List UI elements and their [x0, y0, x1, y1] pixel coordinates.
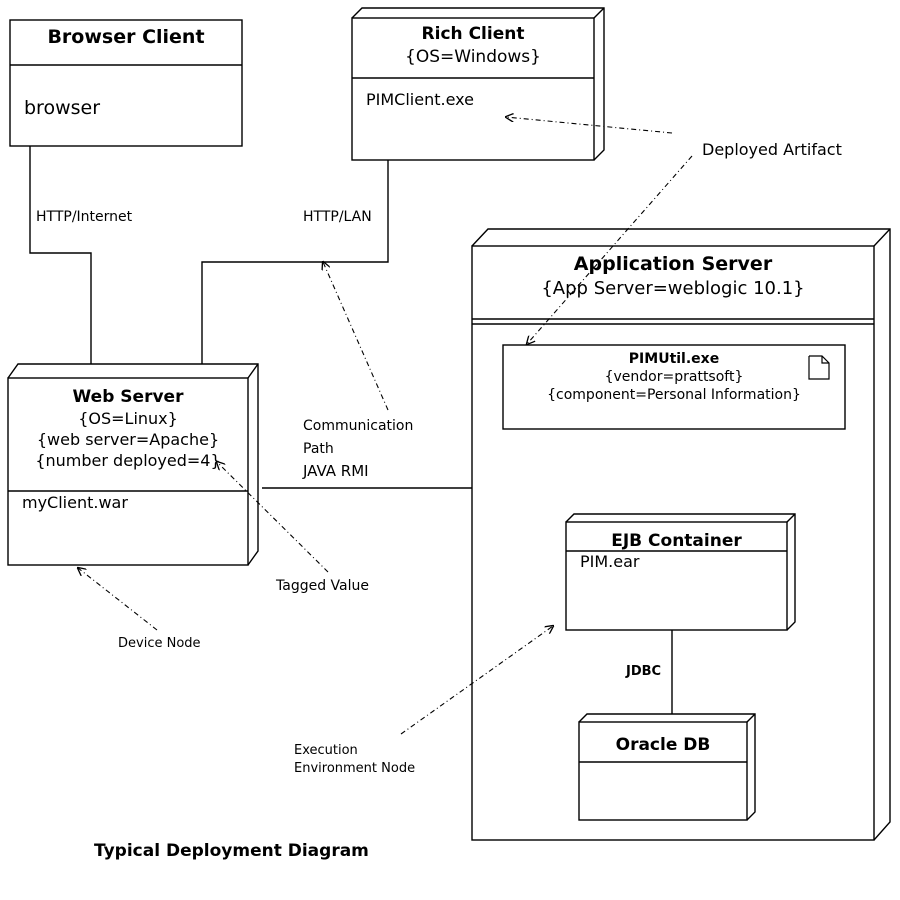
arrow-to-http-lan — [323, 262, 389, 411]
rich-client-tag: {OS=Windows} — [405, 47, 541, 67]
http-lan-label: HTTP/LAN — [303, 209, 372, 225]
arrow-to-pimclient — [506, 117, 673, 134]
pimutil-tag-vendor: {vendor=prattsoft} — [604, 369, 744, 385]
pimutil-title: PIMUtil.exe — [628, 351, 720, 367]
oracle-db-node — [578, 713, 756, 821]
execution-env-note-2: Environment Node — [294, 761, 416, 776]
rich-client-title: Rich Client — [421, 24, 525, 44]
app-server-node — [471, 228, 891, 841]
web-server-tag-os: {OS=Linux} — [78, 409, 178, 428]
web-server-title: Web Server — [72, 387, 184, 407]
web-server-node — [7, 363, 259, 566]
ejb-container-title: EJB Container — [611, 531, 742, 551]
deployed-artifact-note: Deployed Artifact — [702, 140, 842, 159]
tagged-value-note: Tagged Value — [276, 578, 369, 594]
arrow-to-ejb-container — [400, 626, 553, 735]
arrow-to-tagged-value — [217, 462, 329, 573]
rich-client-node — [351, 7, 605, 161]
http-internet-link — [29, 146, 92, 364]
pimutil-tag-component: {component=Personal Information} — [547, 387, 801, 403]
web-server-tag-deployed: {number deployed=4} — [35, 451, 221, 470]
app-server-title: Application Server — [573, 253, 773, 275]
diagram-caption: Typical Deployment Diagram — [94, 841, 369, 861]
jdbc-label: JDBC — [626, 664, 662, 679]
http-internet-label: HTTP/Internet — [36, 209, 133, 225]
arrow-to-web-server — [78, 568, 158, 631]
pim-ear-artifact: PIM.ear — [580, 552, 640, 571]
execution-env-note-1: Execution — [294, 743, 358, 758]
app-server-tag: {App Server=weblogic 10.1} — [541, 278, 805, 299]
document-icon — [808, 355, 830, 380]
comm-path-label-3: JAVA RMI — [303, 462, 369, 480]
browser-client-node — [9, 19, 243, 147]
web-server-tag-apache: {web server=Apache} — [36, 430, 220, 449]
ejb-container-node — [565, 513, 796, 631]
http-lan-link — [201, 160, 389, 364]
arrow-to-pimutil — [527, 155, 693, 344]
comm-path-label-2: Path — [303, 441, 334, 457]
browser-client-title: Browser Client — [47, 26, 205, 48]
comm-path-label-1: Communication — [303, 418, 414, 434]
pimutil-artifact — [502, 344, 846, 430]
device-node-note: Device Node — [118, 636, 201, 651]
oracle-db-title: Oracle DB — [615, 735, 711, 755]
browser-artifact: browser — [24, 97, 101, 119]
myclient-artifact: myClient.war — [22, 493, 128, 512]
pimclient-artifact: PIMClient.exe — [366, 90, 474, 109]
